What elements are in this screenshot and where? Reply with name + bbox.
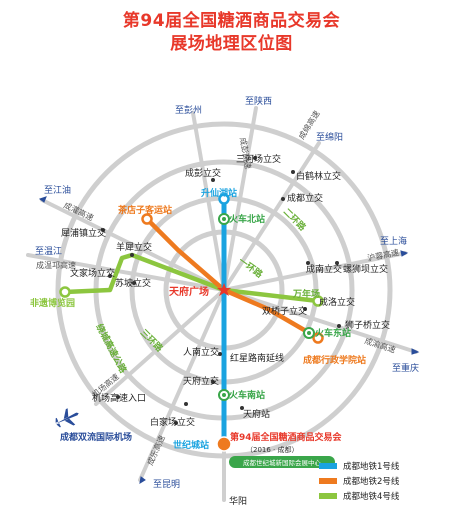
road-shaanxi (222, 106, 258, 292)
station-chadianzi-label: 茶店子客运站 (117, 204, 172, 216)
legend-swatch-line2 (319, 478, 337, 484)
station-chadianzi-dot (141, 213, 153, 225)
road-airport (94, 288, 226, 406)
interchange-wenjia: 文家场立交 (70, 267, 115, 279)
interchange-chengluo: 成洛立交 (319, 296, 355, 308)
dir-chongqing: 至重庆 (392, 362, 419, 374)
interchange-chengnan: 成南立交 (306, 263, 342, 275)
label-huayang: 华阳 (229, 495, 247, 507)
interchange-supo: 苏坡立交 (115, 277, 151, 289)
interchange-renan: 人南立交 (183, 346, 219, 358)
station-xingzheng-label: 成都行政学院站 (303, 354, 366, 366)
ring-road-around-city-label: 绕城高速公路 (93, 322, 129, 376)
station-wanniancheng-dot (312, 295, 324, 307)
event-sub: （2016 · 成都） (246, 445, 299, 454)
dir-mianyang: 至绵阳 (316, 131, 343, 143)
legend-label-line1: 成都地铁1号线 (343, 461, 400, 472)
station-shiji-label: 世纪城站 (173, 439, 209, 451)
legend-swatch-line1 (319, 463, 337, 469)
legend-label-line2: 成都地铁2号线 (343, 476, 400, 487)
tianfu-square-label: 天府广场 (169, 285, 209, 298)
station-feiyi-dot (59, 286, 71, 298)
map-title-line-2: 展场地理区位图 (170, 34, 293, 54)
train-station-south-label: 火车南站 (229, 389, 265, 401)
dir-jiangyou: 至江油 (44, 184, 71, 196)
station-shengxian-label: 升仙湖站 (201, 187, 237, 199)
station-feiyi-label: 非遗博览园 (30, 297, 75, 309)
station-markers (59, 193, 324, 452)
interchange-xipu: 犀浦镇立交 (61, 227, 106, 239)
dir-shanghai: 至上海 (380, 235, 407, 247)
interchange-airport-entry: 机场高速入口 (92, 392, 146, 404)
tianfu-square-star-icon (217, 283, 231, 296)
interchange-yangxi: 羊犀立交 (116, 241, 152, 253)
station-xingzheng-dot (312, 332, 324, 344)
interchange-shiziqiao: 狮子桥立交 (345, 319, 390, 331)
airport-label: 成都双流国际机场 (60, 431, 132, 443)
label-tianfu-station: 天府站 (243, 408, 270, 420)
road-hongxing: 红星路南延线 (230, 352, 284, 364)
train-station-east-label: 火车东站 (315, 327, 351, 339)
road-wenjiang (26, 253, 226, 292)
train-station-north-label: 火车北站 (229, 213, 265, 225)
interchange-shuangqiaozi: 双桥子立交 (262, 305, 307, 317)
road-mianyang (222, 141, 321, 292)
legend-label-line4: 成都地铁4号线 (343, 491, 400, 502)
station-shengxian-dot (218, 193, 230, 205)
interchange-sanhe: 三河场立交 (236, 153, 281, 165)
station-wanniancheng-label: 万年场 (292, 288, 320, 300)
interchange-baihelin: 白鹤林立交 (296, 170, 341, 182)
event-label: 第94届全国糖酒商品交易会 (230, 431, 343, 443)
interchange-baijiachang: 白家场立交 (150, 416, 195, 428)
airplane-icon (55, 408, 79, 428)
road-chongqing (222, 288, 418, 354)
direction-arrows (38, 196, 420, 484)
interchange-tianfu: 天府立交 (183, 375, 219, 387)
legend-swatch-line4 (319, 493, 337, 499)
road-kunming (138, 288, 226, 482)
dir-pengzhou: 至彭州 (175, 104, 202, 116)
expo-center-marker (216, 436, 232, 452)
expo-venue-label: 成都世纪城新国际会展中心 (243, 458, 322, 467)
expressway-chengwen: 成温邛高速 (36, 260, 76, 270)
legend: 成都地铁1号线 成都地铁2号线 成都地铁4号线 (319, 461, 400, 502)
map-title-line-1: 第94届全国糖酒商品交易会 (122, 11, 341, 31)
road-jiangyou (40, 198, 226, 292)
dir-shaanxi: 至陕西 (245, 95, 272, 107)
dir-wenjiang: 至温江 (35, 246, 62, 257)
interchange-luoliandian: 螺狮坝立交 (343, 263, 388, 275)
road-shanghai (222, 251, 407, 292)
expo-venue-badge (229, 456, 335, 468)
interchange-chengdu: 成都立交 (287, 192, 323, 204)
interchange-dots (101, 156, 341, 425)
interchange-chengpeng: 成彭立交 (185, 167, 221, 179)
dir-kunming: 至昆明 (153, 479, 180, 490)
road-pengzhou (191, 111, 226, 292)
metro-line-4 (64, 252, 319, 304)
